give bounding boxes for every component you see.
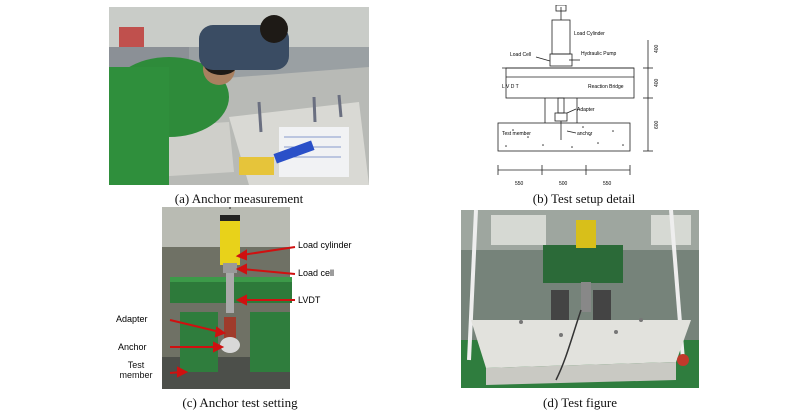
caption-a: (a) Anchor measurement — [174, 191, 304, 206]
caption-c: (c) Anchor test setting — [182, 395, 298, 410]
label-adapter: Adapter — [577, 107, 595, 113]
label-lvdt: L V D T — [502, 84, 519, 90]
label-c-load-cylinder: Load cylinder — [298, 240, 352, 250]
label-c-adapter: Adapter — [116, 314, 148, 324]
label-test-member: Test member — [502, 131, 531, 137]
photo-anchor-measurement — [109, 7, 369, 185]
dim-h-1: 550 — [515, 181, 524, 187]
dim-v-1: 400 — [654, 44, 660, 53]
label-c-anchor: Anchor — [118, 342, 147, 352]
label-reaction-bridge: Reaction Bridge — [588, 84, 624, 90]
caption-d: (d) Test figure — [543, 395, 617, 410]
photo-test-figure — [461, 210, 699, 388]
label-c-lvdt: LVDT — [298, 295, 321, 305]
dim-v-2: 400 — [654, 78, 660, 87]
label-hydraulic-pump: Hydraulic Pump — [581, 51, 617, 57]
photo-anchor-test-setting: Load cylinder Load cell LVDT Adapter Anc… — [110, 207, 370, 389]
label-load-cell: Load Cell — [510, 52, 531, 58]
label-c-test-member: Test member — [119, 360, 153, 380]
dim-h-3: 550 — [603, 181, 612, 187]
dim-h-2: 500 — [559, 181, 568, 187]
label-anchor: anchor — [577, 131, 593, 137]
diagram-test-setup: Load Cylinder Load Cell Hydraulic Pump R… — [488, 5, 680, 187]
dim-v-3: 600 — [654, 120, 660, 129]
caption-b: (b) Test setup detail — [532, 191, 636, 206]
label-c-load-cell: Load cell — [298, 268, 334, 278]
label-load-cylinder: Load Cylinder — [574, 31, 605, 37]
